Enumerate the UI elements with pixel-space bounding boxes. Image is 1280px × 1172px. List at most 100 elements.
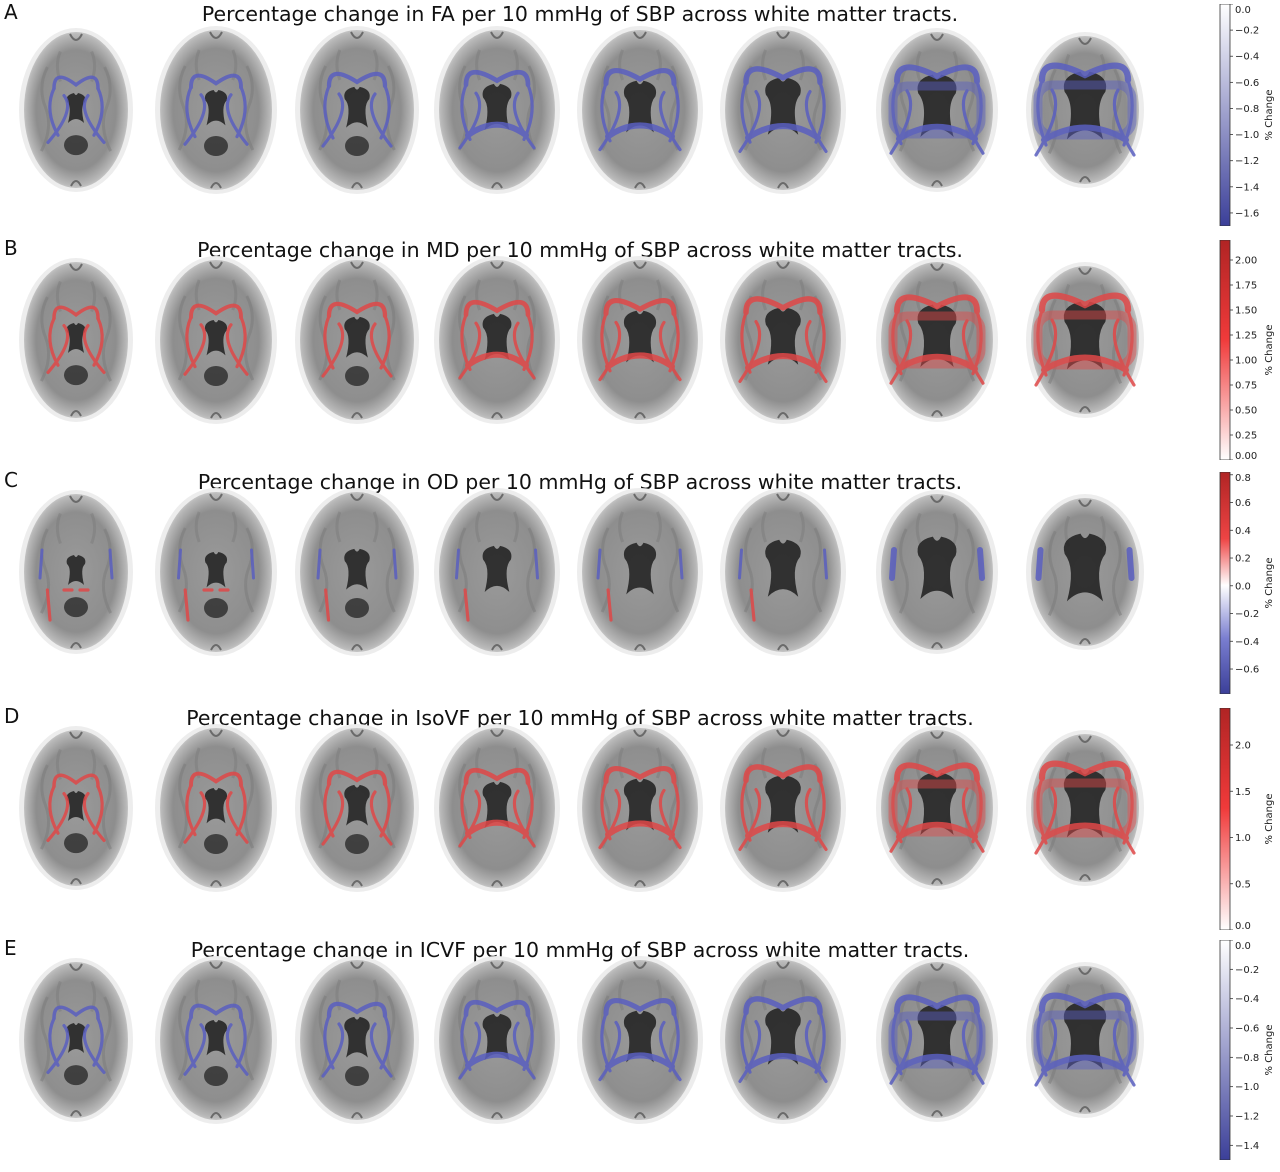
brain-gyrus <box>1047 766 1058 852</box>
ventricle <box>917 1004 957 1068</box>
brain-slice <box>434 488 560 656</box>
tract-segment <box>658 90 682 152</box>
tract-segment <box>45 588 52 622</box>
brain-gyrus <box>1047 530 1058 616</box>
brain-gyrus <box>655 279 662 311</box>
brain-slice <box>720 488 846 656</box>
ventricle <box>66 93 86 123</box>
ventricle <box>917 74 957 138</box>
tract-segment <box>1034 786 1058 855</box>
brain-slice <box>295 956 419 1124</box>
brain-gyrus <box>475 49 482 81</box>
colorbar-tick-label: 1.75 <box>1235 281 1257 292</box>
brain-gyrus <box>101 764 112 850</box>
tract-segment <box>463 70 531 88</box>
brain-gyrus <box>335 49 342 81</box>
colorbar-tick-label: 0.0 <box>1235 581 1251 592</box>
colorbar-tick-label: −1.6 <box>1235 208 1259 219</box>
ventricle <box>917 536 957 600</box>
ventricle <box>623 80 657 133</box>
colorbar-tick-label: 0.0 <box>1235 941 1251 952</box>
ventricle <box>66 1023 86 1053</box>
brain-gyrus <box>372 279 379 311</box>
tract-segment <box>82 324 106 374</box>
tract-segment <box>465 819 529 837</box>
colorbar-label: % Change <box>1264 558 1275 609</box>
brain-gyrus <box>512 979 519 1011</box>
brain-fissure <box>351 412 363 419</box>
colorbar-tick-label: 0.0 <box>1235 5 1251 16</box>
brain-slice <box>295 26 419 194</box>
colorbar-label: % Change <box>1264 90 1275 141</box>
brain-gyrus <box>761 49 768 81</box>
ventricle <box>204 787 228 824</box>
brain-gyrus <box>526 527 537 613</box>
colorbar-tick-label: −0.4 <box>1235 52 1259 63</box>
brain-slice <box>577 488 703 656</box>
brain-gyrus <box>761 511 768 543</box>
tract-segment <box>46 324 70 374</box>
ventricle <box>344 1016 370 1058</box>
brain-fissure <box>490 493 504 501</box>
brain-slice <box>434 724 560 892</box>
brain-gyrus <box>812 527 823 613</box>
tract-segment <box>603 766 677 785</box>
tract-segment <box>465 121 529 139</box>
tract-segment <box>961 1019 985 1085</box>
tract-segment <box>889 1019 913 1085</box>
brainstem <box>204 366 228 386</box>
brain-gyrus <box>101 528 112 614</box>
tract-segment <box>326 301 388 319</box>
tract-segment <box>896 821 978 840</box>
tract-segment <box>678 548 684 580</box>
brain-fissure <box>1078 267 1092 275</box>
tract-overlay <box>46 75 106 144</box>
tract-overlay <box>321 301 393 378</box>
tract-segment <box>961 89 985 155</box>
tract-segment <box>598 788 622 850</box>
colorbar-tick-label: 0.75 <box>1235 381 1257 392</box>
colorbar-tick-label: −0.2 <box>1235 609 1259 620</box>
brain-gyrus <box>177 65 188 151</box>
brain-gyrus <box>655 49 662 81</box>
colorbar: 0.0−0.2−0.4−0.6−0.8−1.0−1.2−1.4% Change <box>1200 940 1280 1160</box>
brainstem <box>204 834 228 854</box>
brain-fissure <box>930 495 944 503</box>
brain-slice <box>577 26 703 194</box>
tract-segment <box>512 789 536 848</box>
colorbar-tick-label: 0.2 <box>1235 554 1251 565</box>
tract-segment <box>598 320 622 382</box>
ventricle <box>482 781 512 829</box>
tract-segment <box>738 788 762 851</box>
tract-segment <box>738 548 743 580</box>
brain-gyrus <box>1112 998 1123 1084</box>
tract-segment <box>743 66 823 86</box>
brainstem <box>64 135 88 156</box>
tract-segment <box>888 311 986 369</box>
tract-segment <box>889 89 913 155</box>
colorbar-label: % Change <box>1264 325 1275 376</box>
brain-fissure <box>69 495 83 503</box>
brain-gyrus <box>1047 298 1058 384</box>
brain-fissure <box>490 31 504 39</box>
brain-fissure <box>931 878 943 885</box>
brain-fissure <box>1079 176 1091 183</box>
brain-fissure <box>777 644 789 651</box>
brain-fissure <box>210 182 222 189</box>
tract-overlay <box>888 64 986 155</box>
tract-segment <box>894 762 980 783</box>
brain-gyrus <box>761 979 768 1011</box>
tract-segment <box>250 548 255 580</box>
ventricle <box>917 304 957 368</box>
brain-gyrus <box>372 979 379 1011</box>
brain-fissure <box>350 493 364 501</box>
brain-slice <box>577 724 703 892</box>
brain-slice <box>1026 962 1144 1118</box>
tract-segment <box>1126 547 1135 581</box>
tract-segment <box>458 789 482 848</box>
brain-fissure <box>1079 1106 1091 1113</box>
brain-gyrus <box>512 279 519 311</box>
brain-slices <box>19 26 1144 194</box>
